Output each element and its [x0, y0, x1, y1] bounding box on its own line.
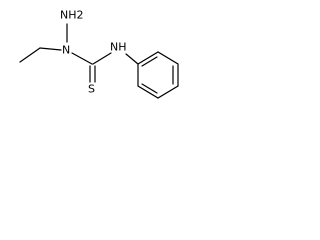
bond-ch2-n	[39, 47, 62, 51]
structure-diagram: NH2 N NH S	[19, 9, 179, 99]
bond-c-nh	[92, 52, 112, 65]
atom-label-n: N	[62, 44, 70, 57]
bond-nh-phenyl	[125, 53, 139, 65]
atom-label-nh2: NH2	[60, 9, 84, 22]
phenyl-ring	[137, 51, 179, 99]
phenyl-double-bond-1	[141, 56, 158, 67]
atom-label-s: S	[88, 83, 95, 96]
phenyl-double-bond-3	[141, 83, 158, 94]
bond-ethyl-ch3-ch2	[19, 47, 41, 63]
atom-label-nh: NH	[110, 41, 127, 54]
bond-n-c	[71, 52, 93, 65]
